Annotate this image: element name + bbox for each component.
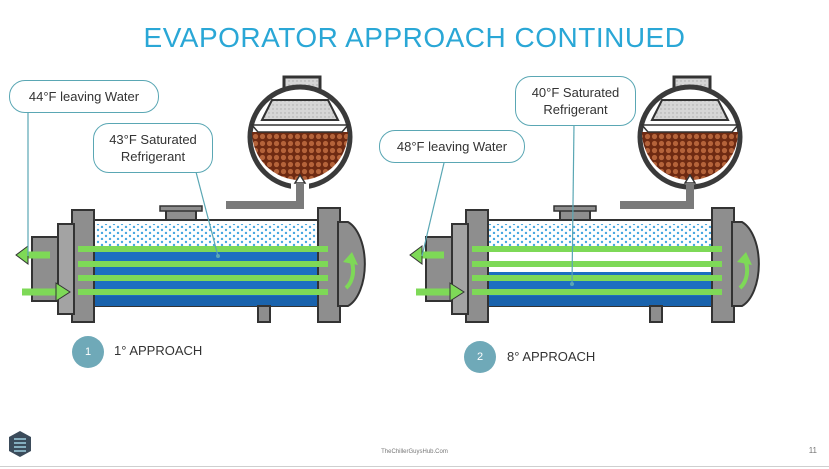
left-evaporator [15, 75, 366, 323]
step-badge-2: 2 [464, 341, 496, 373]
step-badge-1: 1 [72, 336, 104, 368]
right-leaving-water-callout: 48°F leaving Water [379, 130, 525, 163]
footer-divider [0, 466, 829, 467]
page-number: 11 [808, 446, 817, 455]
right-approach-label: 8° APPROACH [507, 349, 596, 364]
footer-site: TheChillerGuysHub.Com [381, 449, 448, 455]
page-title: EVAPORATOR APPROACH CONTINUED [143, 22, 686, 53]
left-approach-label: 1° APPROACH [114, 343, 203, 358]
left-refrigerant-vessel [226, 75, 353, 209]
brand-logo-icon [9, 431, 31, 457]
left-leaving-water-callout: 44°F leaving Water [9, 80, 159, 113]
left-saturated-refrigerant-callout: 43°F Saturated Refrigerant [93, 123, 213, 173]
right-saturated-refrigerant-callout: 40°F Saturated Refrigerant [515, 76, 636, 126]
right-refrigerant-vessel [620, 75, 743, 209]
right-evaporator [409, 75, 760, 323]
